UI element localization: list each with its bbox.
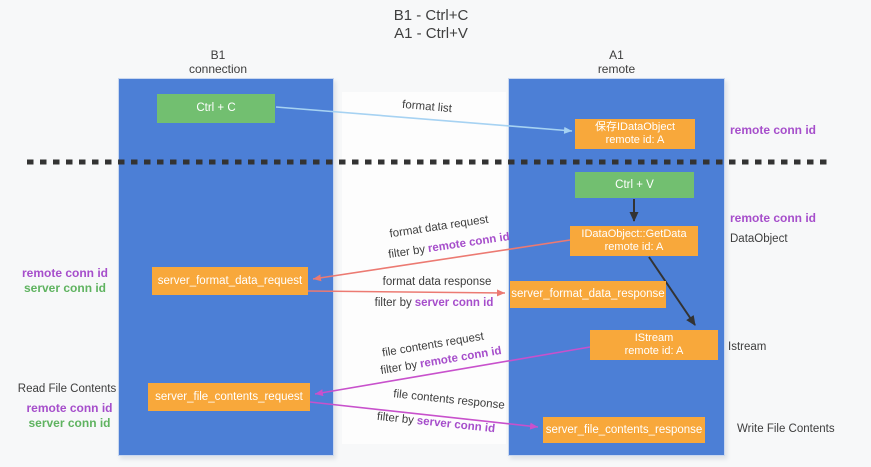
server-format-data-request-label: server_format_data_request [157, 274, 303, 287]
write-file-contents-label: Write File Contents [737, 423, 835, 435]
getdata-line2: remote id: A [604, 241, 664, 253]
server-format-data-response-box: server_format_data_response [510, 281, 666, 308]
server-format-data-response-label: server_format_data_response [511, 288, 665, 300]
format-list-arrow [275, 106, 573, 134]
istream-box: IStream remote id: A [590, 330, 718, 360]
server-conn-id-text: server conn id [414, 297, 494, 309]
format-data-response-arrow [307, 289, 506, 297]
save-idataobject-line1: 保存IDataObject [594, 121, 676, 133]
title-line-2: A1 - Ctrl+V [394, 25, 468, 42]
left-server-conn-id-label-2: server conn id [28, 416, 111, 430]
right-column-name: A1 [609, 48, 624, 62]
istream-line2: remote id: A [624, 345, 684, 357]
save-idataobject-box: 保存IDataObject remote id: A [575, 119, 695, 149]
left-remote-conn-id-label-2: remote conn id [26, 401, 113, 415]
right-column-header: A1 remote [508, 48, 725, 76]
title-line-1: B1 - Ctrl+C [393, 7, 469, 24]
filter-by-text: filter by [374, 297, 412, 309]
ctrl-v-box: Ctrl + V [575, 172, 694, 198]
left-remote-conn-id-label: remote conn id [21, 266, 108, 280]
format-data-response-label: format data response [382, 276, 492, 288]
dataobject-label: DataObject [730, 233, 788, 245]
right-column-role: remote [597, 62, 636, 76]
right-remote-conn-id-label-1: remote conn id [730, 123, 817, 137]
read-file-contents-label: Read File Contents [17, 383, 117, 395]
ctrl-c-box: Ctrl + C [157, 94, 275, 123]
istream-side-label: Istream [728, 341, 767, 353]
format-data-request-arrow [312, 239, 571, 282]
getdata-line1: IDataObject::GetData [581, 228, 687, 240]
getdata-to-istream-arrow [648, 256, 696, 326]
left-column-name: B1 [210, 48, 226, 62]
left-server-conn-id-label: server conn id [23, 281, 107, 295]
ctrl-v-label: Ctrl + V [615, 178, 654, 191]
ctrl-c-label: Ctrl + C [196, 102, 236, 114]
right-remote-conn-id-label-2: remote conn id [730, 211, 817, 225]
istream-line1: IStream [634, 332, 674, 344]
server-format-data-request-box: server_format_data_request [152, 267, 308, 295]
left-column-role: connection [188, 62, 248, 76]
server-file-contents-request-box: server_file_contents_request [148, 383, 310, 411]
server-file-contents-response-box: server_file_contents_response [543, 417, 705, 443]
server-file-contents-response-label: server_file_contents_response [545, 423, 703, 436]
file-contents-request-arrow [314, 346, 591, 397]
file-contents-response-arrow [309, 401, 539, 430]
getdata-box: IDataObject::GetData remote id: A [570, 226, 698, 256]
save-idataobject-line2: remote id: A [605, 134, 665, 146]
left-column-header: B1 connection [110, 48, 326, 76]
diagram-title: B1 - Ctrl+C A1 - Ctrl+V [0, 7, 862, 43]
server-file-contents-request-label: server_file_contents_request [155, 390, 303, 403]
